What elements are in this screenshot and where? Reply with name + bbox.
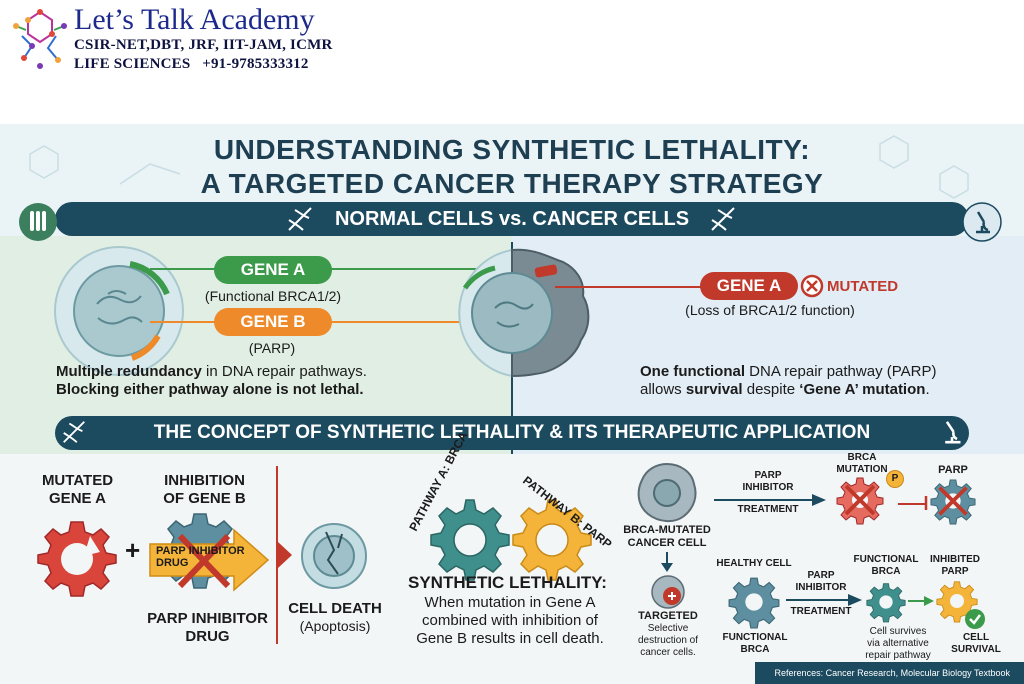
checkmark-icon: [965, 609, 985, 629]
gene-b-subtitle: (PARP): [248, 340, 296, 356]
dna-icon: [63, 421, 85, 443]
gene-b-pill: GENE B: [214, 308, 332, 336]
normal-cell-illustration: [54, 246, 184, 376]
drug-arrow-label: PARP INHIBITOR DRUG: [156, 545, 245, 569]
inhibited-gear-drug-illustration: [149, 513, 270, 592]
header: Let’s Talk Academy CSIR-NET,DBT, JRF, II…: [0, 0, 1024, 124]
arrow-right-icon: [278, 542, 292, 568]
section-banner-concept: THE CONCEPT OF SYNTHETIC LETHALITY & ITS…: [55, 416, 969, 450]
gene-a-pill: GENE A: [214, 256, 332, 284]
cell-survival-label: CELL SURVIVAL: [951, 632, 1001, 655]
cell-survives-text: Cell survives via alternative repair pat…: [865, 626, 931, 661]
mutated-subtitle: (Loss of BRCA1/2 function): [685, 302, 855, 318]
targeted-subtitle: Selective destruction of cancer cells.: [637, 623, 699, 658]
arrow-right-icon: [714, 494, 826, 506]
molecule-logo-icon: [13, 9, 67, 69]
mutated-label: MUTATED: [827, 278, 899, 295]
broken-gear-icon: [37, 521, 117, 597]
normal-caption: Multiple redundancy in DNA repair pathwa…: [56, 363, 367, 398]
arrow-right-icon: [908, 596, 934, 606]
treatment-label-bottom: TREATMENT: [790, 606, 852, 617]
arrow-down-icon: [661, 552, 673, 572]
apoptosis-label: (Apoptosis): [299, 618, 371, 634]
p-badge: P: [886, 470, 904, 488]
dna-icon: [288, 207, 312, 231]
mutated-x-icon: [800, 274, 824, 298]
cell-death-label: CELL DEATH: [288, 600, 382, 617]
parp-inhibitor-label-top: PARP INHIBITOR: [742, 470, 794, 493]
test-tubes-icon: [19, 203, 57, 241]
brca-cancer-cell-label: BRCA-MUTATED CANCER CELL: [623, 524, 711, 549]
inhibited-parp-gear-icon: [930, 479, 976, 525]
microscope-icon: [945, 421, 961, 444]
panel-divider: [511, 242, 513, 530]
section-banner-normal-vs-cancer: NORMAL CELLS vs. CANCER CELLS: [55, 202, 969, 236]
brand-courses: CSIR-NET,DBT, JRF, IIT-JAM, ICMR: [74, 37, 333, 53]
cancer-cell-icon: [637, 462, 697, 522]
inhibited-parp-gear-icon: [936, 581, 978, 623]
brca-mutation-label: BRCA MUTATION: [836, 452, 888, 475]
destroyed-cell-icon: [651, 575, 685, 609]
inhibited-parp-label: INHIBITED PARP: [930, 554, 980, 577]
synthetic-lethality-title: SYNTHETIC LETHALITY:: [408, 573, 607, 592]
functional-brca-gear-icon: [866, 583, 906, 623]
plus-sign: +: [125, 535, 141, 565]
functional-brca-label-top: FUNCTIONAL BRCA: [853, 554, 919, 577]
title-line-1: UNDERSTANDING SYNTHETIC LETHALITY:: [213, 134, 811, 165]
arrow-right-icon: [786, 594, 862, 606]
apoptotic-cell-icon: [301, 523, 367, 589]
healthy-cell-label: HEALTHY CELL: [716, 558, 792, 569]
inhibition-gene-b-label: INHIBITION OF GENE B: [163, 472, 246, 507]
brand-contact: LIFE SCIENCES +91-9785333312: [74, 56, 309, 72]
references-bar: References: Cancer Research, Molecular B…: [755, 662, 1024, 684]
gene-a-subtitle: (Functional BRCA1/2): [204, 288, 342, 304]
dna-icon: [711, 207, 735, 231]
mutated-gene-a-pill: GENE A: [700, 272, 798, 300]
brand: Let’s Talk Academy CSIR-NET,DBT, JRF, II…: [74, 4, 333, 74]
parp-inhibitor-drug-label: PARP INHIBITOR DRUG: [147, 610, 268, 645]
cancer-cell-illustration: [458, 248, 590, 378]
cancer-caption: One functional DNA repair pathway (PARP)…: [640, 363, 937, 398]
infographic: UNDERSTANDING SYNTHETIC LETHALITY: A TAR…: [0, 124, 1024, 684]
mutated-gene-a-label: MUTATED GENE A: [41, 472, 114, 507]
red-separator: [276, 466, 278, 644]
banner-text: NORMAL CELLS vs. CANCER CELLS: [334, 208, 690, 230]
molecule-background-icon: [29, 135, 969, 199]
banner-text: THE CONCEPT OF SYNTHETIC LETHALITY & ITS…: [153, 422, 871, 443]
functional-brca-label-bottom: FUNCTIONAL BRCA: [722, 632, 788, 655]
targeted-label: TARGETED: [638, 610, 698, 622]
parp-inhibitor-label-bottom: PARP INHIBITOR: [795, 570, 847, 593]
treatment-label-top: TREATMENT: [737, 504, 799, 515]
mutation-connector-line: [555, 286, 705, 288]
parp-inhibition-symbol: [898, 496, 928, 510]
brand-name: Let’s Talk Academy: [74, 3, 315, 36]
synthetic-lethality-text: When mutation in Gene A combined with in…: [416, 594, 604, 647]
title-line-2: A TARGETED CANCER THERAPY STRATEGY: [200, 168, 824, 199]
functional-brca-gear-icon: [728, 577, 780, 629]
broken-gear-x-icon: [836, 477, 884, 525]
microscope-icon: [962, 202, 1002, 242]
parp-label: PARP: [938, 464, 968, 476]
